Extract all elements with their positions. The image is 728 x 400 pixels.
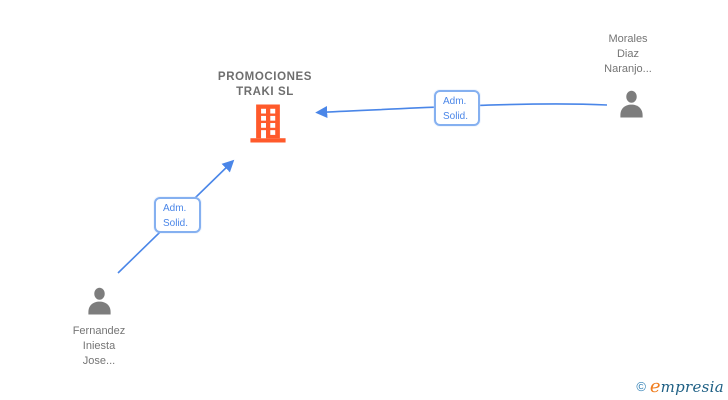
person-node-morales[interactable] xyxy=(617,90,646,123)
brand-name: mpresia xyxy=(660,378,724,396)
person-icon xyxy=(620,90,643,118)
person-name-line: Jose... xyxy=(82,355,116,367)
person-name-line: Fernandez xyxy=(72,325,126,337)
edge-label-adm-solid-left: Adm. Solid. xyxy=(154,197,201,233)
edge-label-line: Solid. xyxy=(443,111,469,122)
person-icon xyxy=(88,287,111,315)
copyright-icon: © xyxy=(636,379,646,394)
person-name-line: Morales xyxy=(608,33,648,45)
company-node[interactable] xyxy=(249,103,287,149)
company-name-line: PROMOCIONES xyxy=(217,71,313,83)
person-name-line: Iniesta xyxy=(82,340,116,352)
brand-initial: e xyxy=(649,376,661,397)
building-icon xyxy=(250,104,286,143)
person-node-label-morales[interactable]: Morales Diaz Naranjo... xyxy=(568,32,688,77)
edge-label-line: Solid. xyxy=(163,218,189,229)
edge-label-line: Adm. xyxy=(163,203,187,214)
edge-label-line: Adm. xyxy=(443,96,467,107)
company-name-line: TRAKI SL xyxy=(236,86,294,98)
edge-label-adm-solid-right: Adm. Solid. xyxy=(434,90,480,126)
company-node-label[interactable]: PROMOCIONES TRAKI SL xyxy=(165,70,365,100)
person-node-label-fernandez[interactable]: Fernandez Iniesta Jose... xyxy=(39,324,159,369)
person-name-line: Diaz xyxy=(616,48,639,60)
empresia-logo[interactable]: ©empresia xyxy=(636,376,724,397)
person-node-fernandez[interactable] xyxy=(85,287,114,320)
person-name-line: Naranjo... xyxy=(604,63,652,75)
